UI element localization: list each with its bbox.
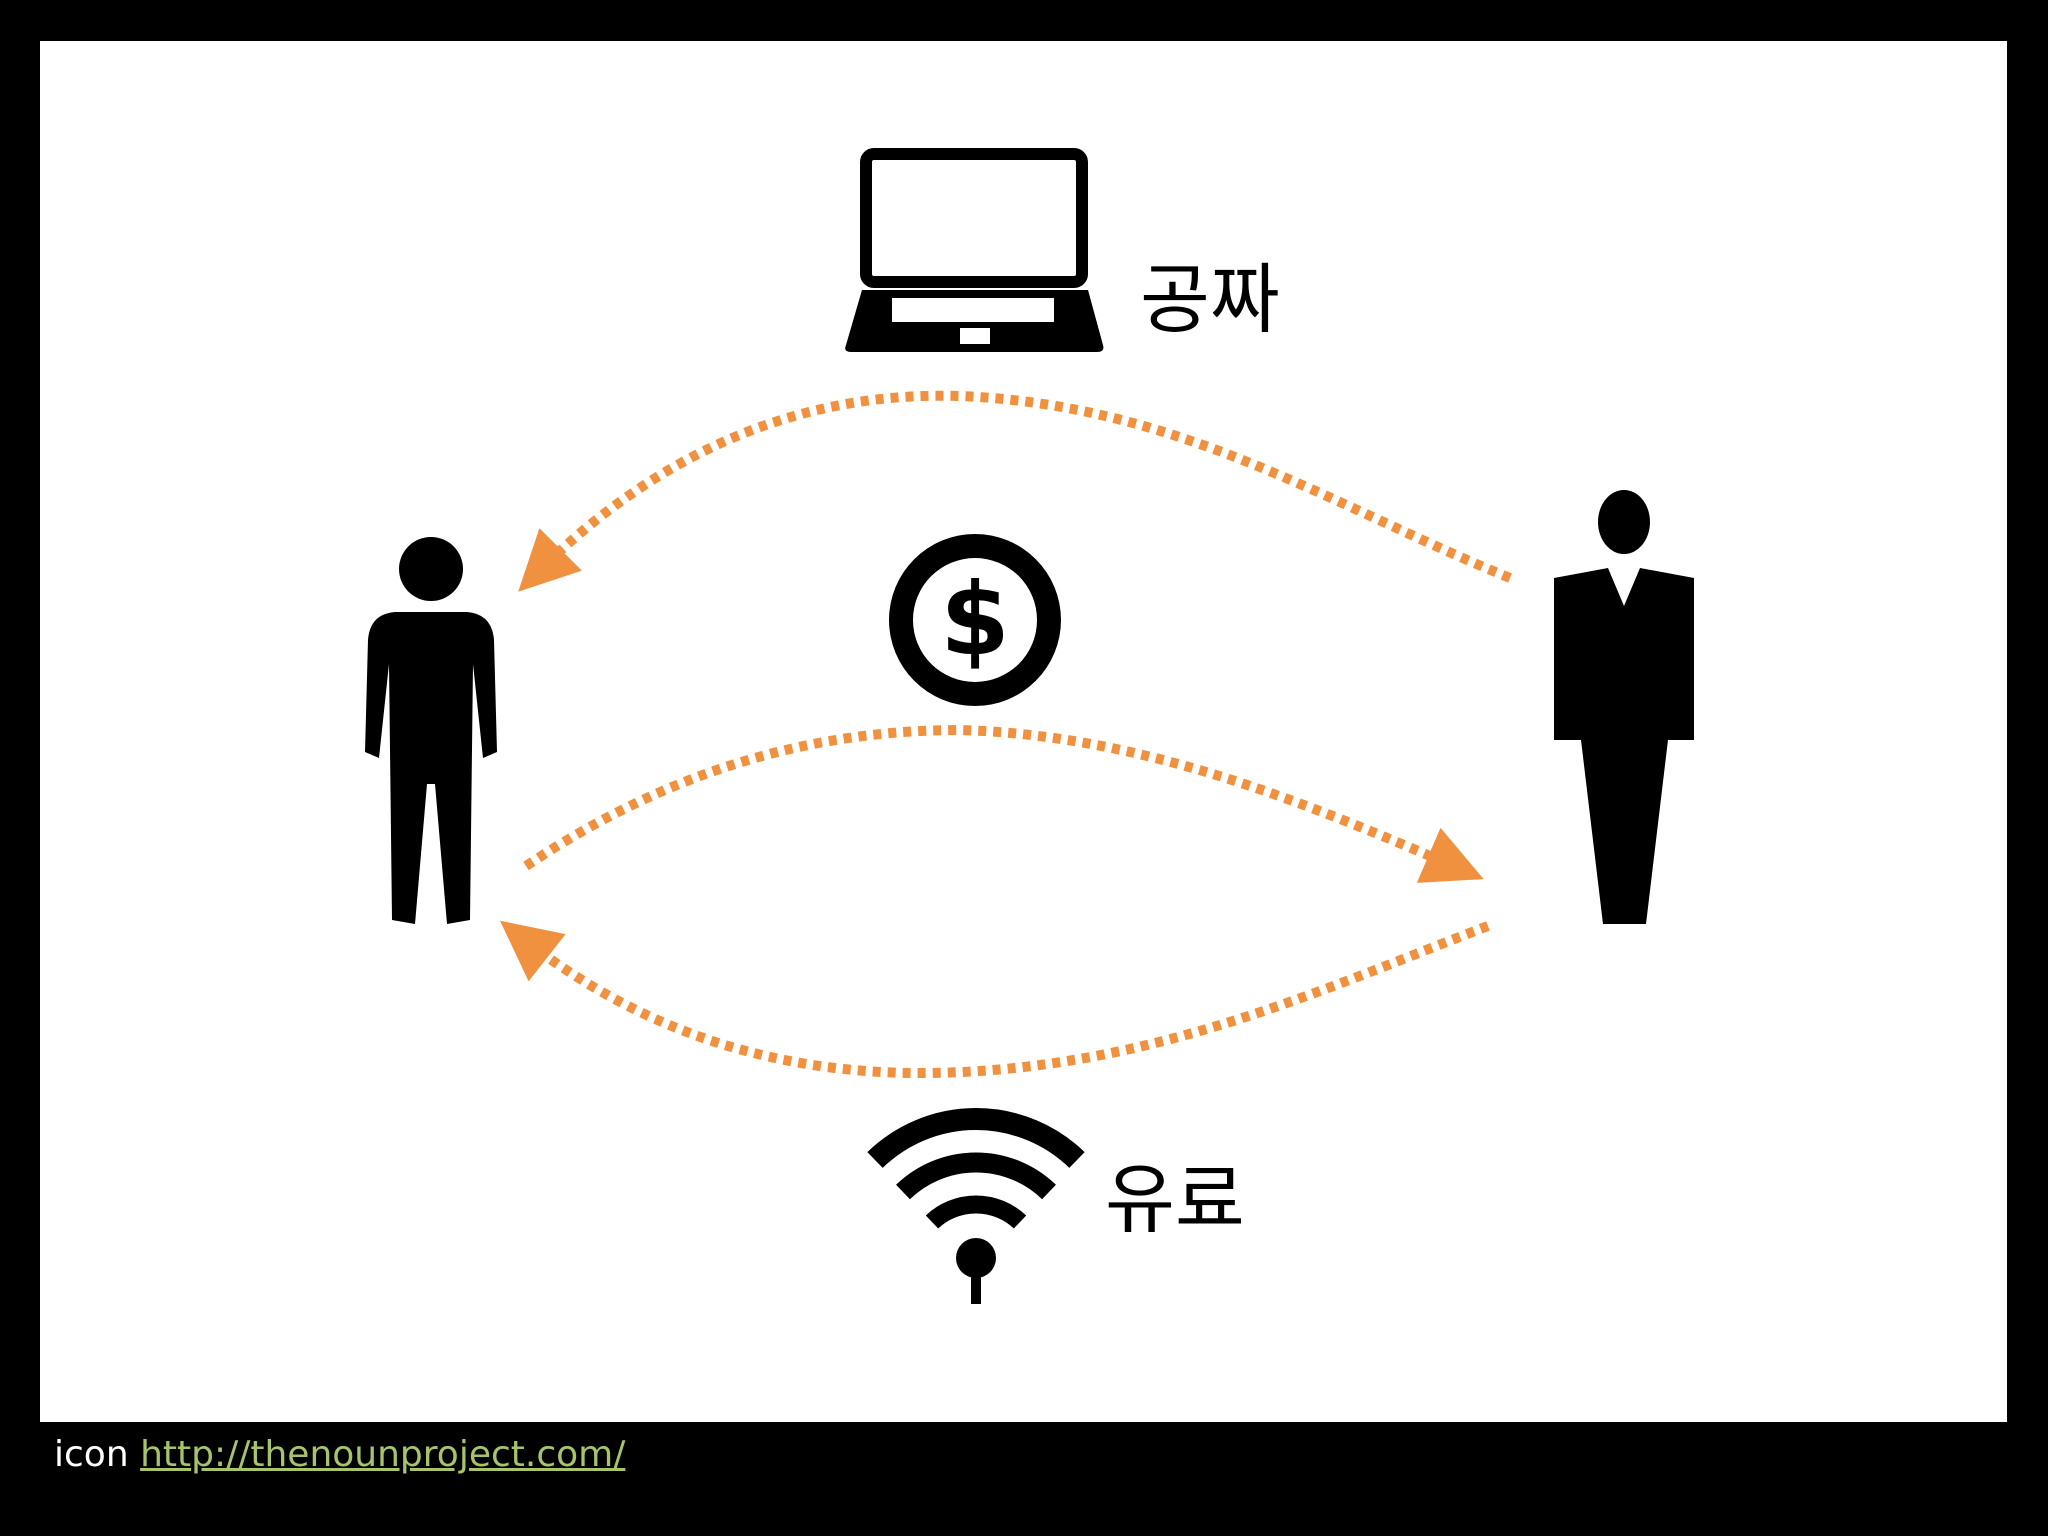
arrow-person-to-businessman <box>523 724 1484 883</box>
wifi-icon <box>867 1108 1085 1304</box>
svg-text:$: $ <box>940 561 1010 678</box>
footer-prefix: icon <box>54 1434 129 1475</box>
person-icon <box>365 537 497 924</box>
laptop-icon <box>845 148 1104 352</box>
arrow-top-to-person <box>518 390 1512 592</box>
arrow-businessman-to-person <box>499 920 1490 1079</box>
label-free: 공짜 <box>1140 255 1280 344</box>
dollar-coin-icon: $ <box>889 534 1061 706</box>
arrows <box>499 390 1512 1079</box>
noun-project-link[interactable]: http://thenounproject.com/ <box>140 1434 626 1475</box>
footer-credit: icon http://thenounproject.com/ <box>54 1434 625 1475</box>
label-paid: 유료 <box>1105 1155 1245 1244</box>
businessman-icon <box>1554 490 1694 924</box>
